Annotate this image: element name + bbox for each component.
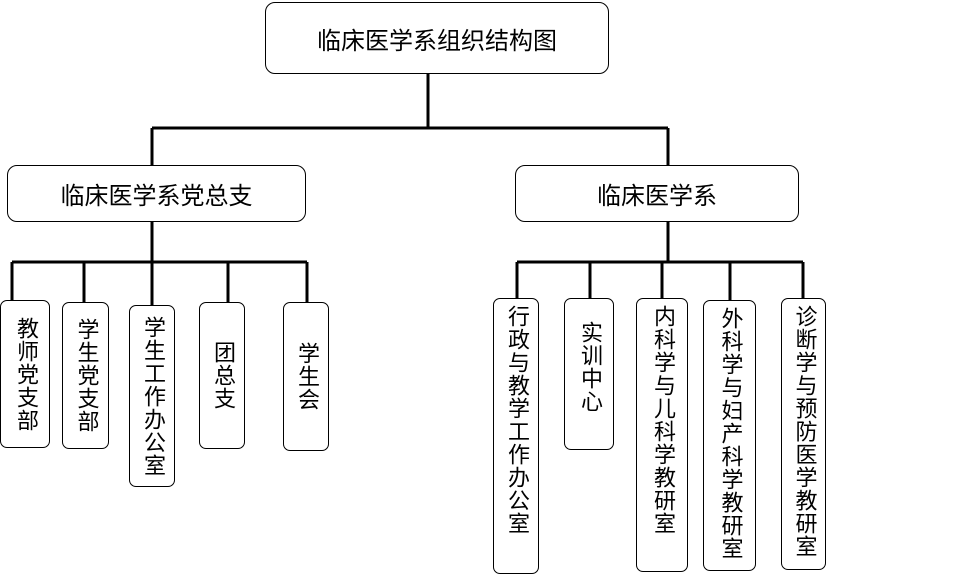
leaf-node: 内科学与儿科学教研室: [636, 298, 688, 572]
leaf-node: 外科学与妇产科学教研室: [703, 300, 756, 571]
branch-node-dept: 临床医学系: [515, 165, 799, 222]
leaf-node: 学生会: [283, 302, 329, 451]
leaf-node: 行政与教学工作办公室: [493, 298, 539, 574]
leaf-label: 实训中心: [577, 321, 602, 413]
branch-node-party: 临床医学系党总支: [7, 165, 306, 222]
leaf-label: 学生党支部: [73, 318, 99, 433]
leaf-label: 行政与教学工作办公室: [504, 305, 529, 535]
branch-label-party: 临床医学系党总支: [60, 182, 253, 210]
leaf-node: 诊断学与预防医学教研室: [781, 298, 826, 570]
root-node: 临床医学系组织结构图: [265, 2, 609, 74]
leaf-node: 教师党支部: [0, 300, 50, 448]
leaf-label: 学生工作办公室: [140, 315, 165, 477]
leaf-node: 学生工作办公室: [129, 305, 175, 487]
leaf-label: 外科学与妇产科学教研室: [717, 307, 743, 560]
leaf-node: 实训中心: [564, 298, 614, 450]
leaf-label: 诊断学与预防医学教研室: [791, 305, 817, 558]
leaf-label: 内科学与儿科学教研室: [650, 305, 675, 535]
leaf-label: 教师党支部: [13, 316, 38, 432]
leaf-label: 团总支: [210, 341, 235, 410]
branch-label-dept: 临床医学系: [597, 182, 717, 210]
leaf-label: 学生会: [294, 342, 319, 411]
leaf-node: 学生党支部: [62, 302, 109, 449]
leaf-node: 团总支: [199, 302, 245, 449]
root-label: 临床医学系组织结构图: [317, 26, 557, 55]
